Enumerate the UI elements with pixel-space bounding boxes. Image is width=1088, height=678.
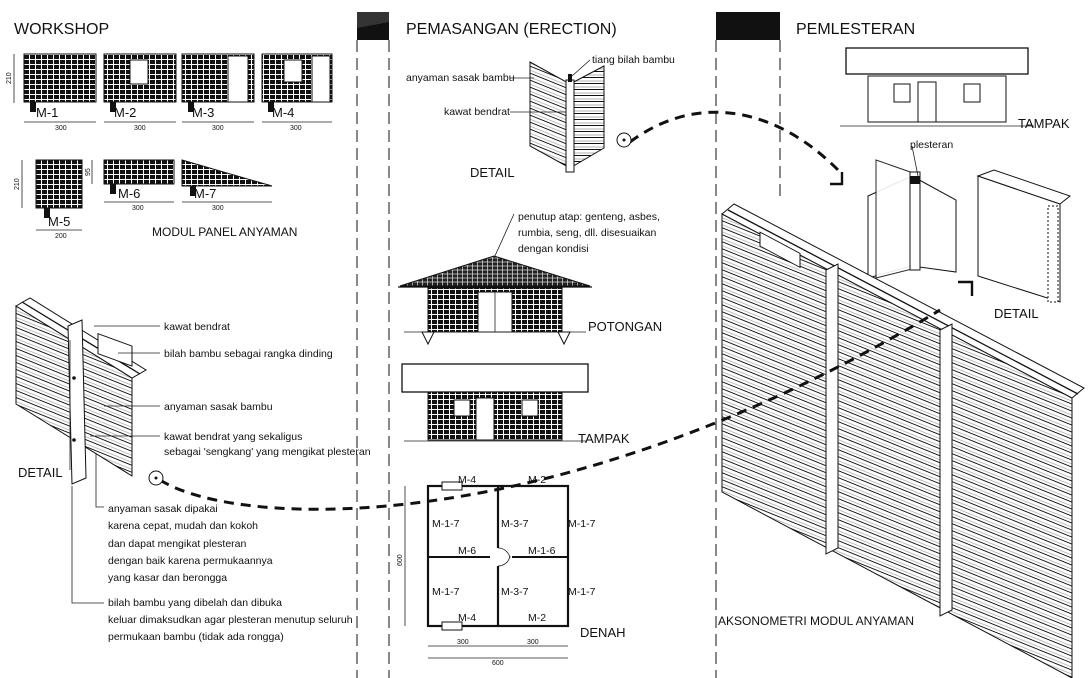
module-width-m2: 300 [134,125,146,132]
plaster-detail-title: DETAIL [994,306,1039,321]
module-code-m6: M-6 [118,186,140,201]
roof-note-line-1: penutup atap: genteng, asbes, [518,211,660,223]
note-bilah-line-3: permukaan bambu (tidak ada rongga) [108,631,284,643]
plan-dim-side: 600 [397,554,404,566]
dim-height-small-label: 95 [85,168,92,176]
flow-connector-2 [616,110,844,186]
flow-connector-1 [148,280,974,511]
panel-m4: M-4 300 [261,53,333,132]
module-code-m5: M-5 [48,214,70,229]
erection-note-anyaman: anyaman sasak bambu [406,72,515,84]
note-sasak-line-4: dengan baik karena permukaannya [108,555,273,567]
erection-leader-tiang [571,59,591,77]
module-width-m5: 200 [55,233,67,240]
plan-module-9: M-3-7 [501,586,529,598]
module-code-m3: M-3 [192,105,214,120]
workshop-note-leaders-2 [71,454,104,604]
workshop-note-bilah: bilah bambu sebagai rangka dinding [164,348,333,360]
panel-m3: M-3 300 [181,53,255,132]
plester-note: plesteran [910,139,953,151]
panel-m2: M-2 300 [103,53,177,132]
module-panels-row1: 210 M-1 300 M-2 300 M-3 300 [6,53,333,132]
plan-dim-total: 600 [492,660,504,667]
section-drawing [398,255,592,346]
plan-module-12: M-2 [528,612,546,624]
plan-module-2: M-2 [528,474,546,486]
module-code-m7: M-7 [194,186,216,201]
plan-module-10: M-1-7 [568,586,596,598]
module-width-m4: 300 [290,125,302,132]
erection-elevation-drawing [401,363,589,442]
plan-module-5: M-1-7 [568,518,596,530]
axonometric-caption: AKSONOMETRI MODUL ANYAMAN [718,614,914,628]
erection-note-tiang: tiang bilah bambu [592,54,675,66]
dim-height-label-2: 210 [14,178,21,190]
plan-label: DENAH [580,625,626,640]
plan-dim-half-b: 300 [527,639,539,646]
roof-note-line-3: dengan kondisi [518,243,589,255]
plaster-detail-corner [867,159,957,279]
column-divider-1 [356,12,390,678]
erection-elevation-label: TAMPAK [578,431,630,446]
heading-erection: PEMASANGAN (ERECTION) [406,21,617,38]
module-code-m1: M-1 [36,105,58,120]
workshop-note-anyaman: anyaman sasak bambu [164,401,273,413]
dim-height-label: 210 [6,72,13,84]
section-label: POTONGAN [588,319,662,334]
floor-plan-drawing [404,481,570,659]
module-caption: MODUL PANEL ANYAMAN [152,225,297,239]
module-width-m6: 300 [132,205,144,212]
heading-workshop: WORKSHOP [14,21,109,38]
module-width-m1: 300 [55,125,67,132]
plan-module-4: M-3-7 [501,518,529,530]
module-width-m7: 300 [212,205,224,212]
module-panels-row2: 210 M-5 200 95 M-6 300 M-7 300 [14,159,273,240]
note-sasak-line-2: karena cepat, mudah dan kokoh [108,520,258,532]
workshop-note-kawat-sengkang-2: sebagai 'sengkang' yang mengikat plester… [164,446,371,458]
workshop-detail-drawing [15,297,147,485]
panel-m1: M-1 300 [23,53,97,132]
plaster-elevation-label: TAMPAK [1018,116,1070,131]
module-width-m3: 300 [212,125,224,132]
plan-dim-half-a: 300 [457,639,469,646]
plaster-detail-tee [976,169,1072,303]
workshop-note-kawat-sengkang-1: kawat bendrat yang sekaligus [164,431,302,443]
panel-m7: M-7 300 [181,159,273,212]
workshop-detail-title: DETAIL [18,465,63,480]
note-sasak-line-5: yang kasar dan berongga [108,572,227,584]
axonometric-wall [721,203,1085,678]
roof-note-line-2: rumbia, seng, dll. disesuaikan [518,227,656,239]
module-code-m4: M-4 [272,105,294,120]
plester-leader [911,145,919,177]
plan-module-1: M-4 [458,474,476,486]
erection-detail-title: DETAIL [470,165,515,180]
panel-m6: 95 M-6 300 [85,159,175,212]
note-bilah-line-1: bilah bambu yang dibelah dan dibuka [108,597,282,609]
note-bilah-line-2: keluar dimaksudkan agar plesteran menutu… [108,614,353,626]
workshop-note-kawat: kawat bendrat [164,321,230,333]
plan-module-3: M-1-7 [432,518,460,530]
erection-note-kawat: kawat bendrat [444,106,510,118]
plaster-elevation-drawing [840,47,1034,127]
column-divider-2 [715,12,781,678]
plan-module-8: M-1-7 [432,586,460,598]
plan-module-6: M-6 [458,545,476,557]
module-code-m2: M-2 [114,105,136,120]
workshop-detail-leaders [90,325,160,437]
note-sasak-line-1: anyaman sasak dipakai [108,503,218,515]
plan-module-11: M-4 [458,612,476,624]
erection-detail-drawing [529,61,605,173]
roof-leader [493,213,515,259]
note-sasak-line-3: dan dapat mengikat plesteran [108,538,247,550]
heading-plastering: PEMLESTERAN [796,21,915,38]
plan-module-7: M-1-6 [528,545,556,557]
panel-m5: M-5 200 [35,159,83,240]
